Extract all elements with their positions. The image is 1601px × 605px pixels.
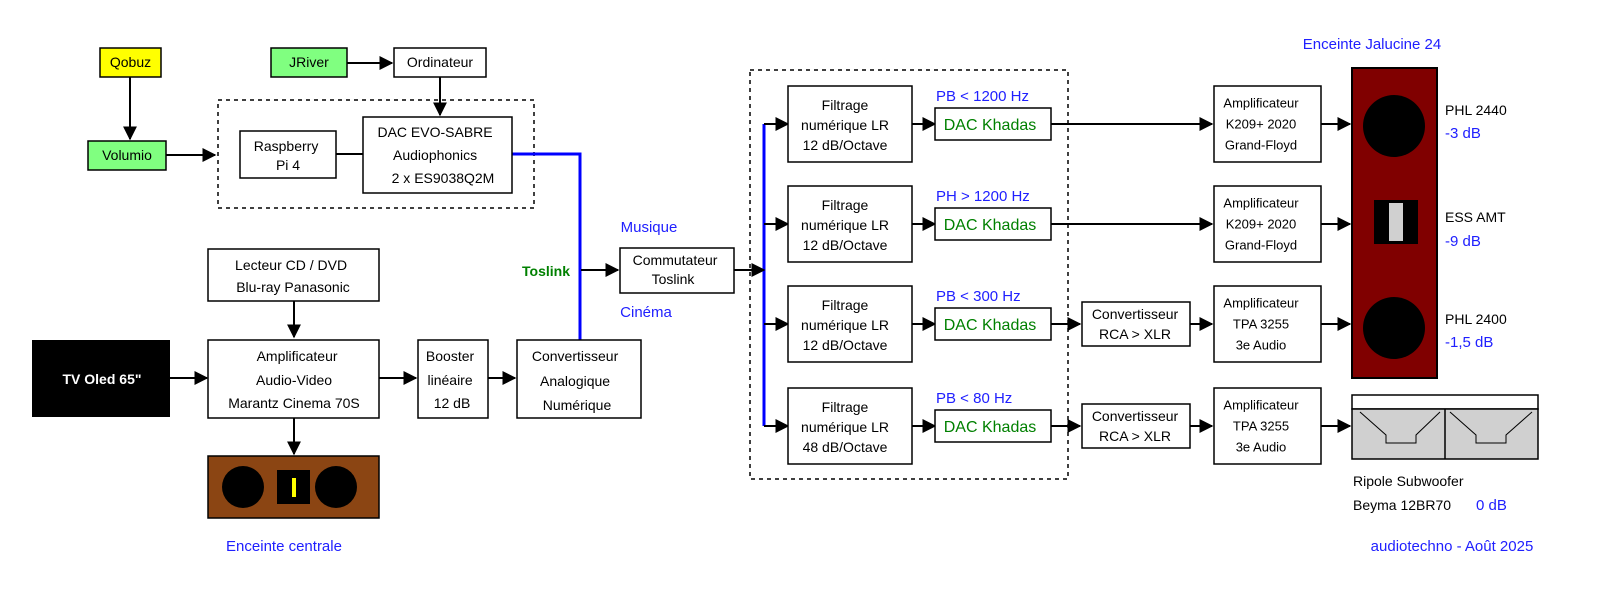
driver-gain-1: -3 dB [1445, 125, 1481, 142]
subwoofer-line1: Ripole Subwoofer [1353, 473, 1464, 489]
ampli-av-box [207, 339, 380, 419]
woofer-top [1363, 95, 1425, 157]
dac-evo-label: DAC EVO-SABRE Audiophonics 2 x ES9038Q2M [377, 124, 496, 186]
dac-box-2 [934, 207, 1052, 241]
ordinateur-box [393, 47, 487, 78]
dac-label-2: DAC Khadas [944, 217, 1037, 234]
band-label-3: PB < 300 Hz [936, 288, 1021, 305]
subwoofer-line2: Beyma 12BR70 [1353, 497, 1451, 513]
woofer-bottom [1363, 297, 1425, 359]
jriver-box [270, 47, 348, 78]
filter-dac-group [749, 69, 1069, 480]
band-label-2: PH > 1200 Hz [936, 188, 1030, 205]
driver-gain-2: -9 dB [1445, 233, 1481, 250]
conv-box-3 [1081, 301, 1191, 347]
center-woofer-right [315, 466, 357, 508]
musique-label: Musique [621, 219, 678, 236]
filter-box-2 [787, 185, 913, 263]
tv-box [32, 340, 170, 417]
dac-label-3: DAC Khadas [944, 317, 1037, 334]
filter-box-3 [787, 285, 913, 363]
lecteur-box [207, 248, 380, 302]
conv-box-4 [1081, 403, 1191, 449]
driver-name-1: PHL 2440 [1445, 102, 1507, 118]
connectors [123, 56, 1352, 456]
tv-label: TV Oled 65" [63, 371, 142, 387]
amp-box-1 [1213, 85, 1322, 163]
subwoofer-gain: 0 dB [1476, 497, 1507, 514]
volumio-box [87, 140, 167, 171]
subwoofer [1351, 394, 1539, 460]
amp-box-4 [1213, 387, 1322, 465]
credit: audiotechno - Août 2025 [1371, 538, 1534, 555]
toslink-label: Toslink [522, 263, 570, 279]
ordinateur-label: Ordinateur [407, 54, 473, 70]
jriver-label: JRiver [289, 54, 329, 70]
commutateur-label: Commutateur Toslink [633, 252, 722, 287]
convertisseur-an-box [516, 339, 642, 419]
filter-box-1 [787, 85, 913, 163]
volumio-label: Volumio [102, 147, 152, 163]
dac-box-4 [934, 409, 1052, 443]
dac-label-1: DAC Khadas [944, 117, 1037, 134]
booster-box [417, 339, 489, 419]
dac-box-1 [934, 107, 1052, 141]
driver-gain-3: -1,5 dB [1445, 334, 1493, 351]
jalucine-speaker [1351, 67, 1438, 379]
commutateur-box [619, 247, 735, 294]
center-woofer-left [222, 466, 264, 508]
speaker-title: Enceinte Jalucine 24 [1303, 36, 1441, 53]
center-speaker [207, 455, 380, 519]
raspberry-box [239, 130, 337, 179]
dac-box-3 [934, 307, 1052, 341]
booster-label: Booster linéaire 12 dB [426, 348, 478, 411]
cinema-label: Cinéma [620, 304, 672, 321]
filter-box-4 [787, 387, 913, 465]
driver-name-2: ESS AMT [1445, 209, 1506, 225]
lecteur-label: Lecteur CD / DVD Blu-ray Panasonic [235, 257, 351, 295]
raspberry-label: Raspberry Pi 4 [254, 138, 322, 173]
amp-box-2 [1213, 185, 1322, 263]
amp-box-3 [1213, 285, 1322, 363]
qobuz-box [99, 47, 162, 78]
convertisseur-an-label: Convertisseur Analogique Numérique [532, 348, 622, 413]
enceinte-centrale-label: Enceinte centrale [226, 538, 342, 555]
driver-name-3: PHL 2400 [1445, 311, 1507, 327]
band-label-4: PB < 80 Hz [936, 390, 1012, 407]
band-label-1: PB < 1200 Hz [936, 88, 1029, 105]
qobuz-label: Qobuz [110, 54, 151, 70]
dac-evo-box [362, 116, 513, 194]
ampli-av-label: Amplificateur Audio-Video Marantz Cinema… [228, 348, 360, 411]
dac-label-4: DAC Khadas [944, 419, 1037, 436]
